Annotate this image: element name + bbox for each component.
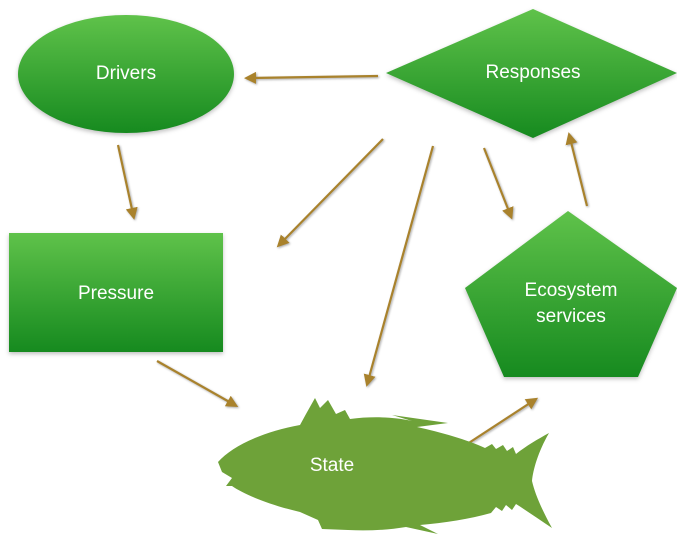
pressure-label: Pressure — [78, 283, 154, 304]
node-pressure: Pressure — [9, 233, 223, 352]
state-label: State — [310, 455, 354, 476]
arrow-state-to-ecosystem-services — [457, 397, 539, 451]
arrow-drivers-to-pressure — [116, 144, 138, 220]
ecosystem-services-label-line2: services — [536, 306, 606, 327]
arrow-responses-to-drivers — [243, 71, 379, 84]
pressure-rectangle — [9, 233, 223, 352]
arrow-responses-to-ecosystem-services — [482, 147, 514, 220]
arrow-ecosystem-services-to-responses — [565, 132, 589, 207]
responses-label: Responses — [485, 62, 580, 83]
drivers-ellipse — [18, 15, 234, 133]
drivers-label: Drivers — [96, 63, 156, 84]
arrow-responses-to-pressure — [276, 138, 384, 248]
ecosystem-services-pentagon — [465, 211, 677, 377]
node-drivers: Drivers — [18, 15, 234, 133]
node-responses: Responses — [386, 9, 677, 138]
ecosystem-services-label-line1: Ecosystem — [525, 280, 618, 301]
fish-silhouette — [218, 398, 552, 534]
arrow-responses-to-state — [363, 145, 435, 387]
node-ecosystem-services: Ecosystem services — [465, 211, 677, 377]
edges — [116, 71, 589, 451]
node-state: State — [218, 398, 552, 534]
responses-diamond — [386, 9, 677, 138]
arrow-pressure-to-state — [156, 360, 239, 407]
